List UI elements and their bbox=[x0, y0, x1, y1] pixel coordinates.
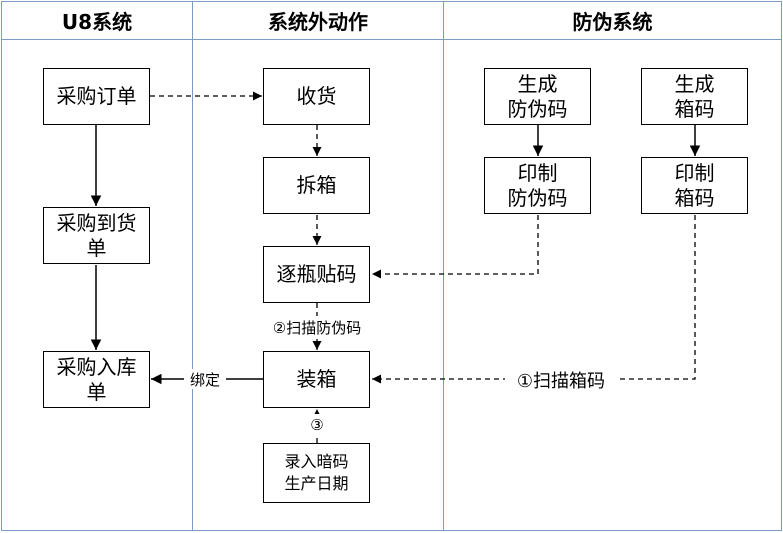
label-step3: ③ bbox=[306, 414, 328, 436]
node-gen-box: 生成 箱码 bbox=[641, 68, 748, 125]
lane-title-antifake: 防伪系统 bbox=[572, 9, 653, 34]
node-unpack: 拆箱 bbox=[263, 157, 370, 214]
header-divider bbox=[1, 1, 782, 40]
node-print-box: 印制 箱码 bbox=[641, 157, 748, 214]
node-receive: 收货 bbox=[263, 68, 370, 125]
node-print-antifake: 印制 防伪码 bbox=[484, 157, 591, 214]
edge-print-box-to-boxing bbox=[372, 215, 696, 384]
label-bind: 绑定 bbox=[184, 369, 226, 389]
edge-print-antifake-to-label bbox=[372, 215, 539, 279]
lane-title-external: 系统外动作 bbox=[268, 9, 368, 34]
lane-antifake bbox=[443, 1, 782, 531]
lane-title-u8: U8系统 bbox=[61, 9, 133, 34]
node-purchase-arrival: 采购到货 单 bbox=[43, 207, 150, 264]
node-gen-antifake: 生成 防伪码 bbox=[484, 68, 591, 125]
node-enter-code: 录入暗码 生产日期 bbox=[263, 443, 370, 503]
node-label-bottles: 逐瓶贴码 bbox=[263, 246, 370, 303]
node-purchase-inbound: 采购入库 单 bbox=[43, 351, 150, 408]
label-scan-box: ①扫描箱码 bbox=[505, 368, 617, 392]
node-boxing: 装箱 bbox=[263, 351, 370, 408]
node-purchase-order: 采购订单 bbox=[43, 68, 150, 125]
label-scan-antifake: ②扫描防伪码 bbox=[262, 316, 372, 338]
